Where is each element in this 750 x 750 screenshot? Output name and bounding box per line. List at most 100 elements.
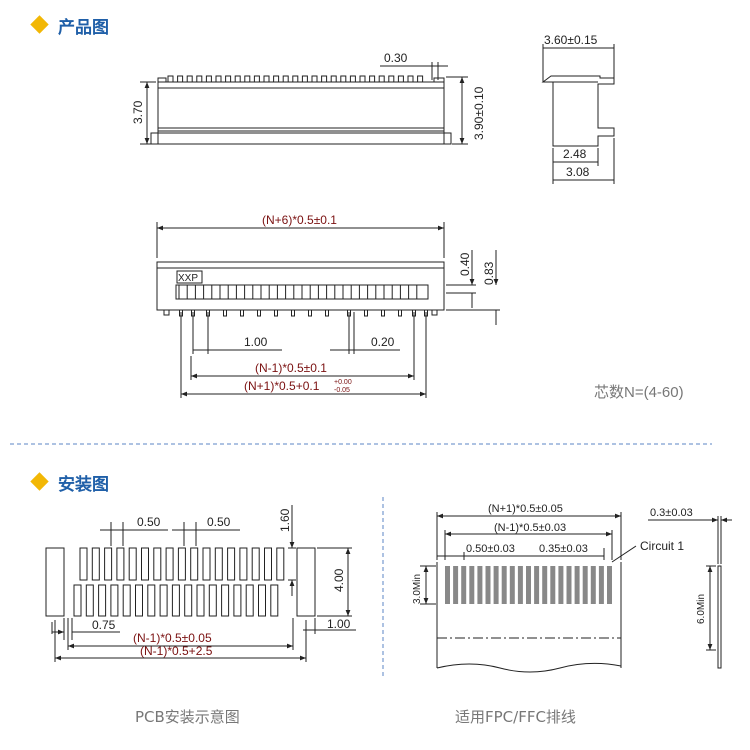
pcb-top-pad (79, 547, 88, 581)
ffc-conductor-trace (445, 566, 450, 604)
pcb-side-width-label: 1.00 (327, 617, 351, 631)
pcb-bottom-pad (208, 584, 217, 617)
pcb-top-pad (141, 547, 149, 581)
bottom-solder-pin (364, 309, 368, 317)
front-contact-tooth (397, 75, 404, 83)
pcb-bottom-pad (196, 584, 205, 617)
front-contact-tooth (311, 75, 318, 83)
pcb-offset-label: 0.75 (92, 618, 116, 632)
front-contact-tooth (177, 75, 184, 83)
side-mid-width-label: 2.48 (563, 147, 587, 161)
ffc-conductor-trace (485, 566, 491, 604)
pcb-top-pad (165, 547, 174, 581)
pcb-bottom-pad (110, 584, 119, 617)
front-contact-tooth (253, 75, 260, 83)
pcb-layout (45, 505, 356, 662)
pcb-bottom-pad (245, 584, 254, 617)
ffc-conductor-trace (574, 566, 580, 604)
front-contact-tooth (196, 75, 203, 83)
front-contact-tooth (215, 75, 222, 83)
bottom-marking-box (176, 270, 203, 284)
ffc-min-length-label: 3.0Min (412, 574, 423, 604)
pcb-top-pad (239, 547, 248, 581)
pcb-bottom-pad (147, 584, 156, 617)
front-contact-tooth (369, 75, 376, 83)
bottom-hold-tab (163, 309, 170, 316)
pcb-bottom-pad (221, 584, 230, 617)
front-contact-tooth (225, 75, 232, 83)
front-contact-tooth (301, 75, 308, 83)
front-contact-tooth (273, 75, 280, 83)
bottom-solder-pin (291, 309, 295, 317)
pcb-top-pad (214, 547, 223, 581)
front-contact-tooth (378, 75, 385, 83)
pcb-top-pad (190, 547, 199, 581)
bottom-solder-pin (274, 309, 278, 317)
ffc-conductor-trace (493, 566, 499, 604)
front-end-tab (433, 77, 445, 83)
pcb-total-height-label: 4.00 (332, 568, 346, 592)
pcb-bottom-pad (171, 584, 180, 617)
ffc-overall-label: (N+1)*0.5±0.05 (488, 503, 563, 515)
bottom-solder-pin (257, 309, 261, 317)
ffc-conductor-trace (590, 566, 596, 604)
front-top-gap-label: 0.30 (384, 51, 408, 65)
pcb-top-pad (116, 547, 125, 581)
ffc-min-total-label: 6.0Min (696, 594, 707, 624)
ffc-caption: 适用FPC/FFC排线 (455, 708, 576, 726)
pcb-gap-left-label: 0.50 (137, 515, 161, 529)
pcb-top-pad (153, 547, 162, 581)
ffc-conductor-trace (582, 566, 588, 604)
front-end-tab (157, 77, 167, 83)
pcb-bottom-pad (270, 584, 279, 617)
side-bottom-width-label: 3.08 (566, 165, 590, 179)
pcb-bottom-pad (184, 584, 193, 617)
front-height-right-label: 3.90±0.10 (472, 86, 486, 140)
front-contact-tooth (263, 75, 270, 83)
front-contact-tooth (282, 75, 289, 83)
pcb-span-inner-label: (N-1)*0.5±0.05 (133, 631, 212, 645)
pcb-top-pad (202, 547, 211, 581)
front-contact-tooth (292, 75, 299, 83)
bottom-outer-span-tol-plus: +0.00 (334, 379, 352, 386)
pcb-bottom-pad (122, 584, 131, 617)
pcb-bottom-pad (233, 584, 242, 617)
side-top-width-label: 3.60±0.15 (544, 33, 598, 47)
ffc-conductor-trace (517, 566, 523, 604)
ffc-conductor-trace (534, 566, 540, 604)
bottom-marking-label: XXP (178, 273, 198, 284)
front-contact-tooth (407, 75, 414, 83)
ffc-circuit-label: Circuit 1 (640, 539, 684, 553)
front-contact-tooth (349, 75, 356, 83)
bottom-solder-pin (381, 309, 385, 317)
ffc-span-label: (N-1)*0.5±0.03 (494, 522, 566, 534)
pcb-top-pad (128, 547, 137, 581)
ffc-conductor-trace (550, 566, 556, 604)
pcb-pad-length-label: 1.60 (278, 508, 292, 532)
bottom-solder-pin (398, 309, 402, 317)
ffc-conductor-trace (566, 566, 572, 604)
bottom-solder-pin (325, 309, 329, 317)
bottom-pin-width-label: 0.20 (371, 335, 395, 349)
bottom-pitch-label: 1.00 (244, 335, 268, 349)
front-height-left-label: 3.70 (131, 100, 145, 124)
ffc-thickness-label: 0.3±0.03 (650, 507, 693, 519)
pcb-gap-right-label: 0.50 (207, 515, 231, 529)
bottom-outer-span-label: (N+1)*0.5+0.1 (244, 379, 320, 393)
pin-count-note: 芯数N=(4-60) (594, 384, 684, 401)
bottom-solder-pin (223, 309, 227, 317)
bottom-row-span-label: (N-1)*0.5±0.1 (255, 361, 327, 375)
pcb-top-pad (91, 547, 100, 581)
front-contact-tooth (330, 75, 337, 83)
side-view (541, 44, 615, 184)
pcb-bottom-pad (159, 584, 168, 617)
pcb-bottom-pad (135, 584, 143, 617)
pcb-bottom-pad (258, 584, 266, 617)
ffc-conductor-trace (477, 566, 483, 604)
front-contact-tooth (234, 75, 241, 83)
ffc-conductor-trace (526, 566, 531, 604)
pcb-top-pad (264, 547, 272, 581)
front-contact-tooth (244, 75, 251, 83)
bottom-solder-pin (240, 309, 244, 317)
